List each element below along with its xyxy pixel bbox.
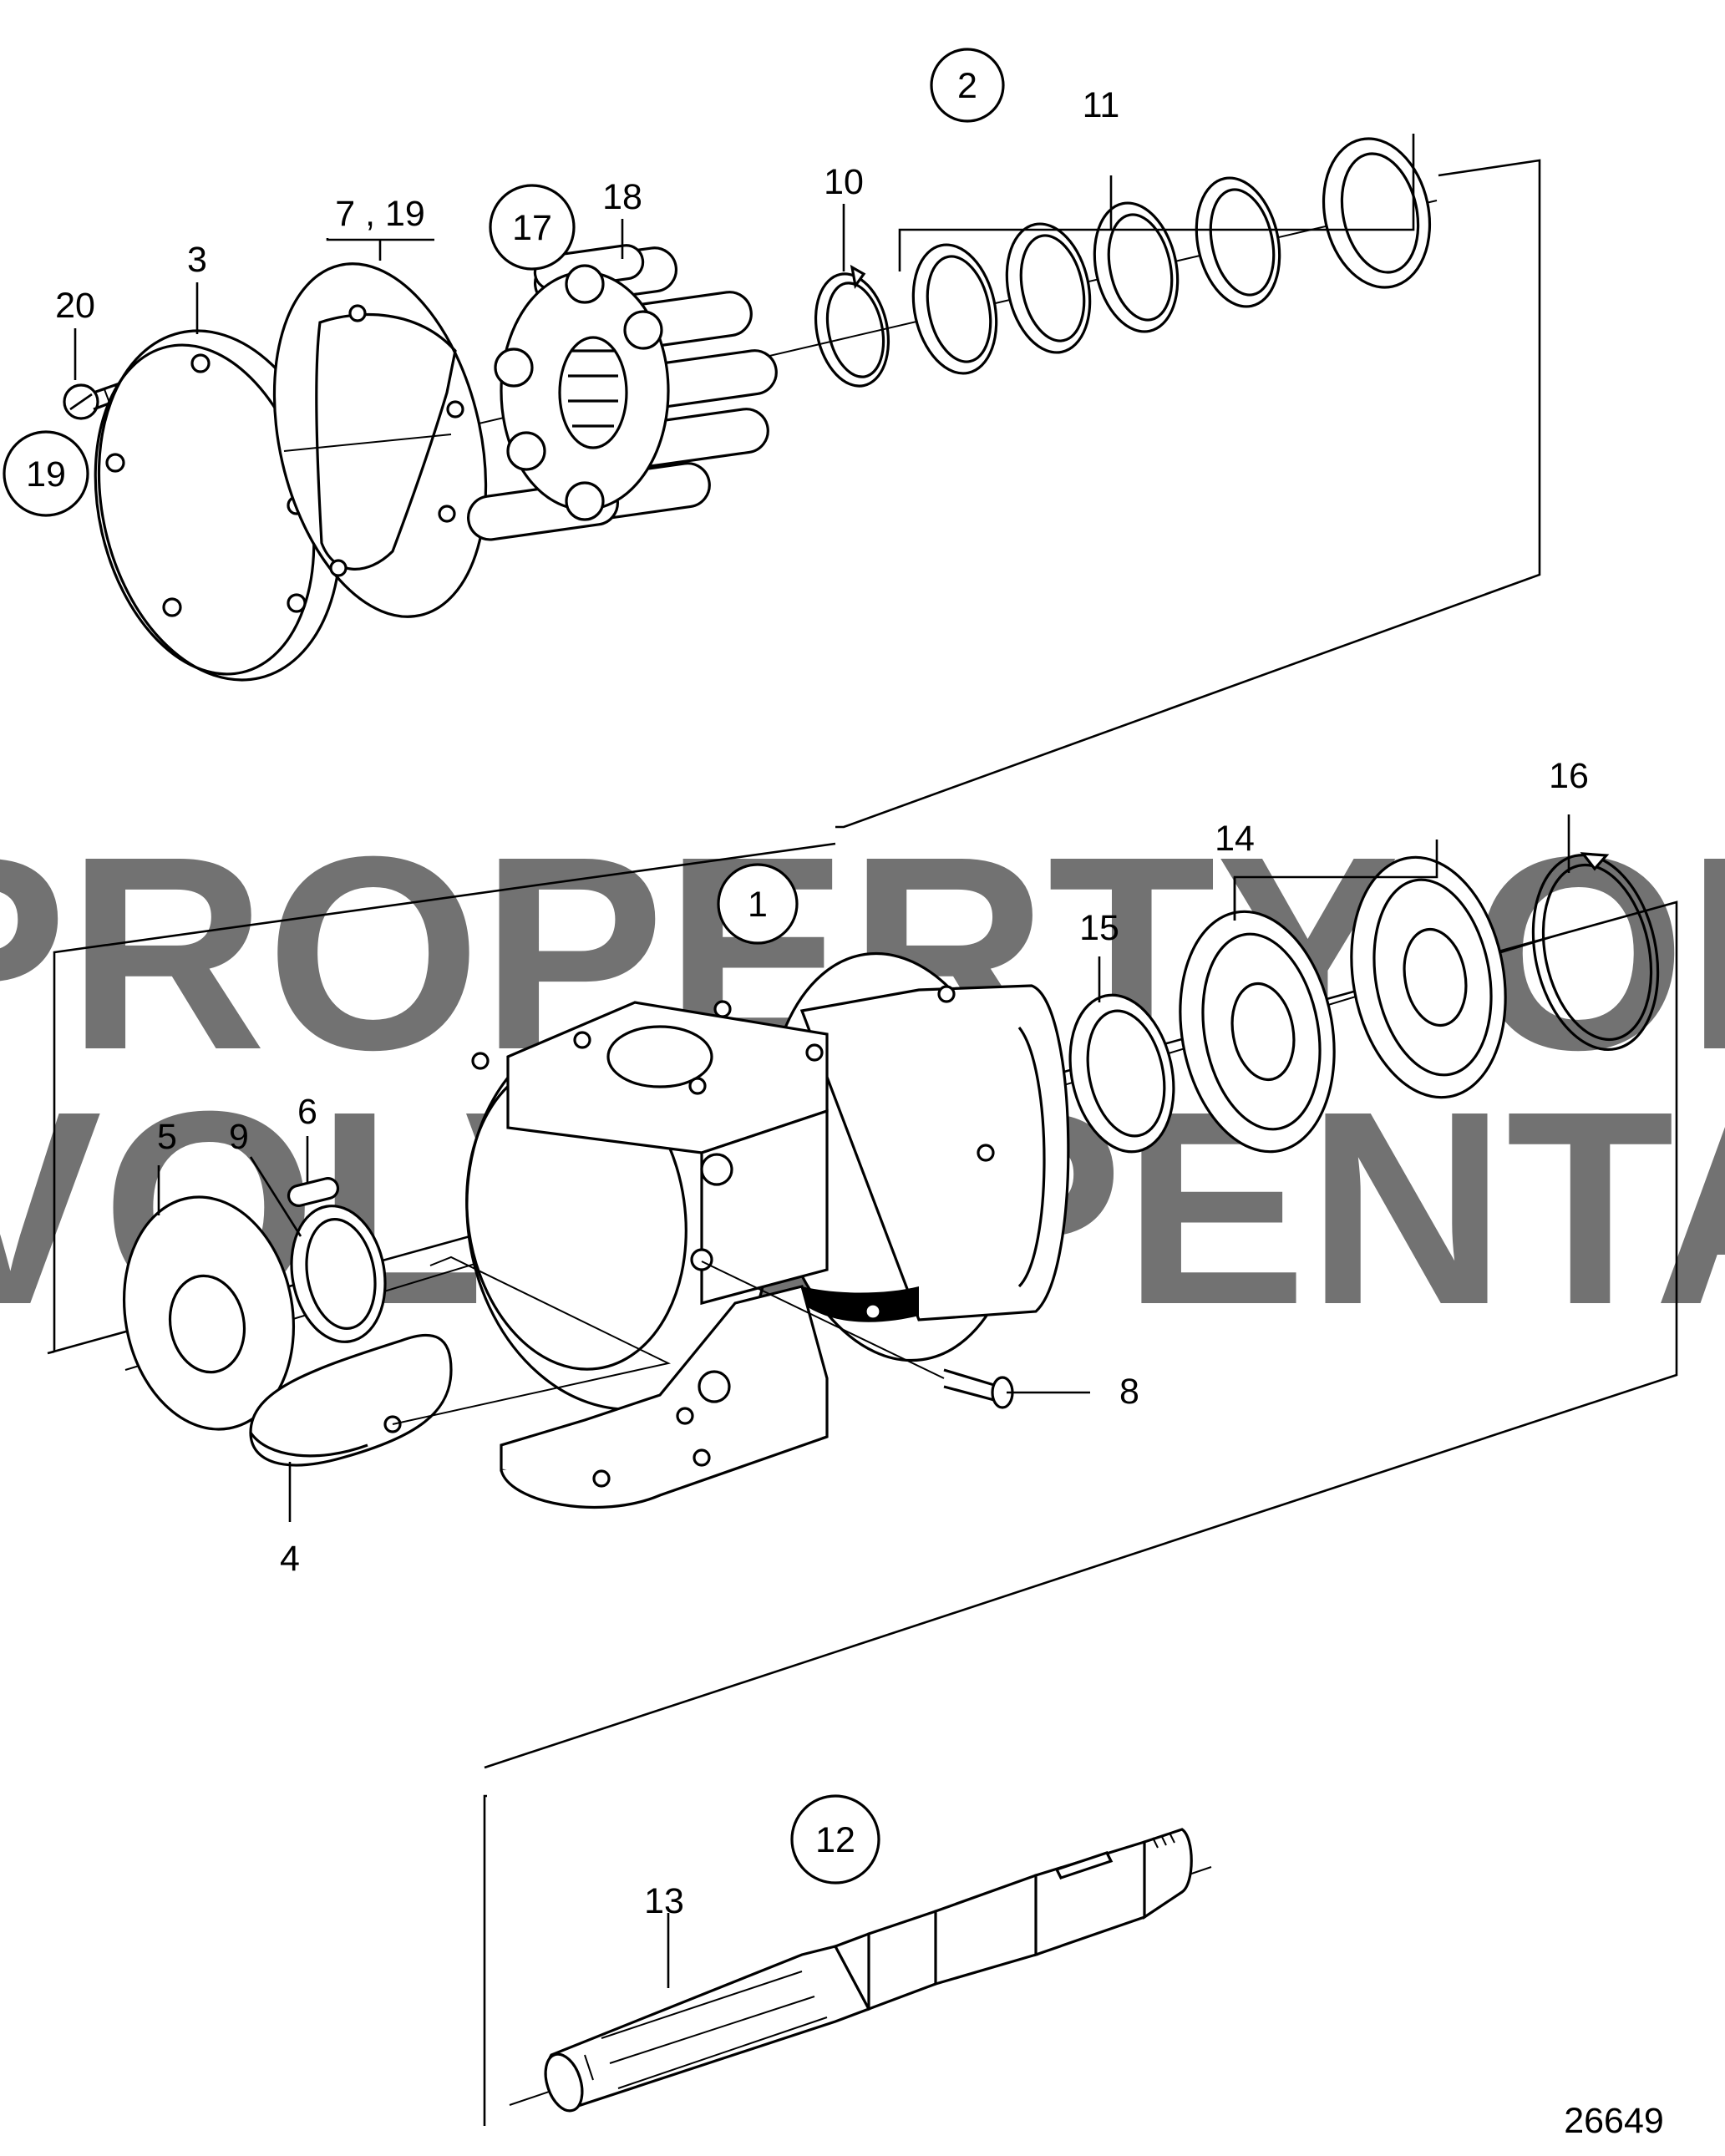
callout-label-19: 19: [26, 454, 66, 495]
callout-label-4: 4: [280, 1539, 300, 1579]
callout-12: 12: [790, 1794, 880, 1885]
callout-19-circled: 19: [3, 430, 89, 517]
callout-label-15: 15: [1079, 908, 1119, 948]
shaft-part-13: [509, 1828, 1212, 2113]
group-1-boundary: [47, 842, 1678, 1769]
callout-label-17: 17: [512, 208, 552, 248]
seals-part-11: [911, 137, 1432, 375]
callout-label-20: 20: [55, 286, 95, 326]
callout-label-16: 16: [1549, 756, 1589, 796]
callout-2: 2: [930, 48, 1005, 123]
bracket-part-7-19: [326, 238, 434, 241]
wear-plate-part-5: [122, 1195, 296, 1431]
callout-label-12: 12: [815, 1820, 855, 1860]
callout-label-7-19: 7 , 19: [335, 194, 425, 234]
callout-label-6: 6: [297, 1092, 317, 1132]
circlip-part-10: [814, 264, 890, 388]
group-2-boundary: [835, 159, 1541, 829]
callout-label-14: 14: [1215, 819, 1255, 859]
callout-label-10: 10: [824, 162, 864, 202]
drawing-number: 26649: [1564, 2101, 1664, 2141]
callout-1: 1: [717, 863, 799, 945]
bearings-part-14: [1179, 855, 1507, 1154]
callout-label-3: 3: [187, 240, 207, 280]
pin-part-6: [287, 1177, 340, 1207]
seal-part-15: [1068, 993, 1175, 1154]
bracket-part-11: [898, 134, 1415, 271]
callout-label-5: 5: [157, 1117, 177, 1157]
callout-label-9: 9: [229, 1117, 249, 1157]
o-ring-part-9: [290, 1205, 387, 1343]
leader-dashed-4: [392, 1256, 672, 1425]
axis-segment-cover: [283, 434, 452, 452]
impeller-part-18: [467, 244, 778, 541]
callout-label-13: 13: [644, 1881, 684, 1921]
group-12-boundary: [483, 1794, 487, 2126]
callout-label-18: 18: [602, 177, 642, 217]
callout-label-11: 11: [1083, 85, 1120, 125]
callout-17: 17: [489, 184, 576, 271]
callout-label-1: 1: [748, 885, 768, 925]
cam-part-4: [249, 1333, 453, 1467]
pump-housing-part-1: [465, 951, 1070, 1509]
callout-label-8: 8: [1119, 1372, 1139, 1412]
gasket-part-7-19: [272, 262, 488, 618]
circlip-part-16: [1531, 852, 1660, 1051]
callout-label-2: 2: [957, 66, 977, 106]
leader-part-9: [249, 1156, 302, 1237]
